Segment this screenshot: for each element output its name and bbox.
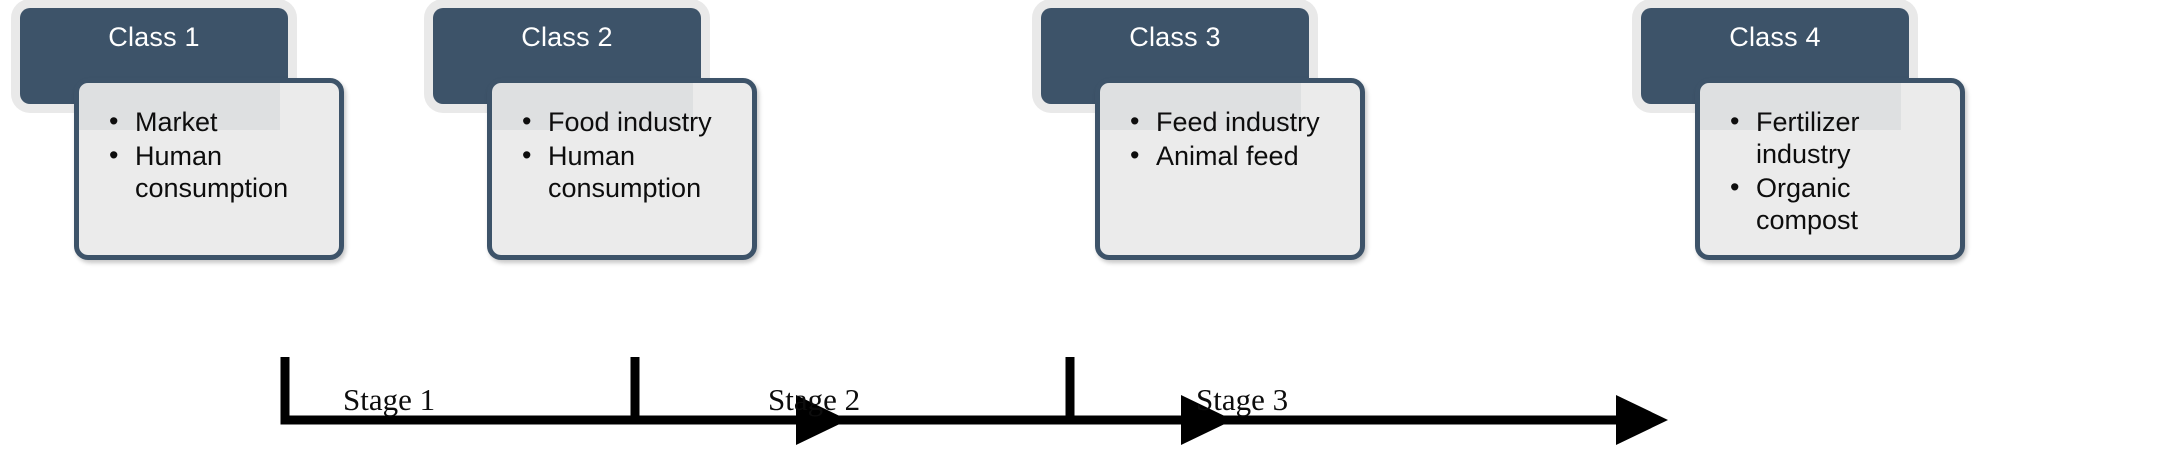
class-header-label-3: Class 3 [1129,22,1221,52]
class-bullet-list-3: Feed industry Animal feed [1100,83,1360,173]
class-group-4[interactable]: Class 4 Fertilizer industry Organic comp… [1633,0,2161,360]
list-item: Market [109,106,333,139]
class-bullet-list-4: Fertilizer industry Organic compost [1700,83,1960,236]
class-body-card-1[interactable]: Market Human consumption [74,78,344,260]
list-item: Fertilizer industry [1730,106,1954,171]
list-item: Food industry [522,106,746,139]
stage-connector-3 [1065,343,1675,473]
stage-label-3: Stage 3 [1196,382,1289,417]
class-header-label-2: Class 2 [521,22,613,52]
class-group-1[interactable]: Class 1 Market Human consumption [12,0,542,360]
class-body-card-3[interactable]: Feed industry Animal feed [1095,78,1365,260]
class-header-label-1: Class 1 [108,22,200,52]
list-item: Organic compost [1730,172,1954,237]
class-bullet-list-2: Food industry Human consumption [492,83,752,205]
class-group-2[interactable]: Class 2 Food industry Human consumption [425,0,955,360]
class-bullet-list-1: Market Human consumption [79,83,339,205]
list-item: Feed industry [1130,106,1354,139]
stage-label-2: Stage 2 [768,382,861,417]
stage-label-1: Stage 1 [343,382,436,417]
list-item: Animal feed [1130,140,1354,173]
class-body-card-4[interactable]: Fertilizer industry Organic compost [1695,78,1965,260]
list-item: Human consumption [109,140,333,205]
class-body-card-2[interactable]: Food industry Human consumption [487,78,757,260]
list-item: Human consumption [522,140,746,205]
class-group-3[interactable]: Class 3 Feed industry Animal feed [1033,0,1563,360]
class-header-label-4: Class 4 [1729,22,1821,52]
